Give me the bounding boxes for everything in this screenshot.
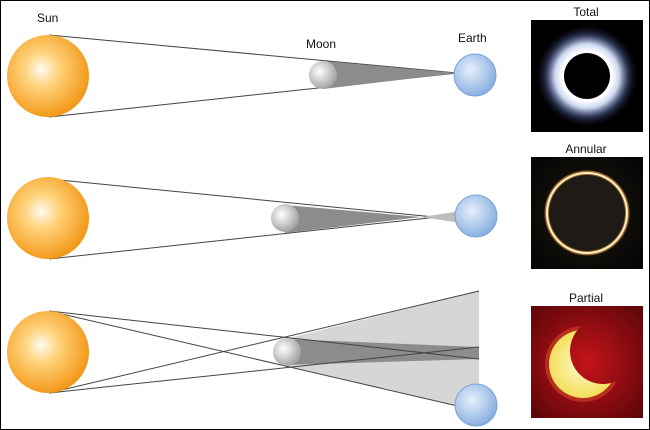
ray-cross-2 — [48, 290, 480, 394]
sun — [7, 311, 89, 393]
row-annular — [7, 177, 498, 260]
moon — [271, 204, 299, 232]
moon — [273, 338, 301, 366]
total-eclipse-photo — [531, 20, 643, 132]
earth — [454, 194, 498, 238]
ray-upper — [48, 310, 480, 360]
partial-eclipse-photo — [531, 306, 643, 418]
photo-caption-partial: Partial — [568, 291, 603, 305]
moon-label: Moon — [306, 37, 337, 51]
ray-upper — [48, 34, 458, 74]
row-total — [7, 34, 497, 118]
sun — [7, 177, 89, 259]
earth — [454, 383, 498, 427]
ray-cross-1 — [48, 310, 480, 412]
umbra-cone — [285, 339, 479, 365]
earth — [453, 53, 497, 97]
ray-lower — [48, 346, 480, 394]
umbra-cone — [323, 61, 457, 89]
umbra-cone — [285, 205, 421, 233]
ray-lower — [48, 212, 476, 260]
earth-label: Earth — [458, 31, 487, 45]
row-partial — [7, 290, 498, 427]
annular-eclipse-photo — [531, 157, 643, 269]
moon — [309, 61, 337, 89]
sun — [7, 35, 89, 117]
sun-label: Sun — [37, 11, 59, 25]
ray-upper — [48, 178, 476, 222]
photo-caption-annular: Annular — [565, 142, 607, 156]
photo-caption-total: Total — [573, 5, 599, 19]
